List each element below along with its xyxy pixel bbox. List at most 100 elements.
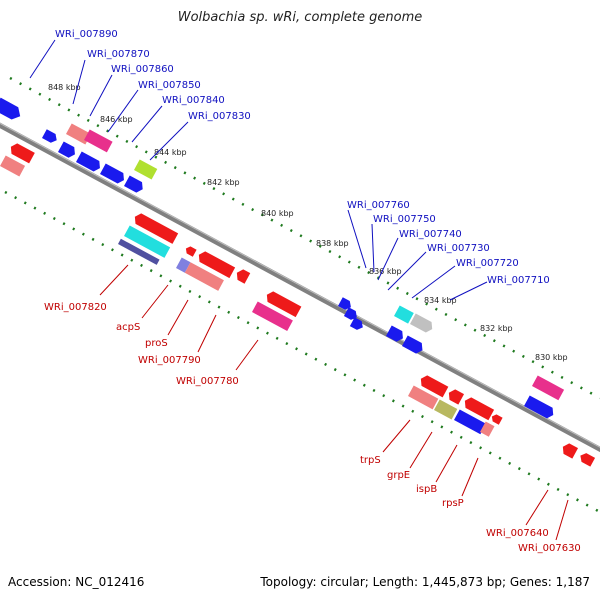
gene-label[interactable]: WRi_007890 xyxy=(55,29,118,40)
gene-label[interactable]: rpsP xyxy=(442,498,464,509)
gene-label[interactable]: WRi_007780 xyxy=(176,376,239,387)
gene-label[interactable]: WRi_007640 xyxy=(486,528,549,539)
gene-label[interactable]: grpE xyxy=(387,470,410,481)
tick-label: 842 kbp xyxy=(207,178,240,187)
gene-block[interactable] xyxy=(454,409,487,435)
gene-block[interactable] xyxy=(123,225,171,258)
leader-line xyxy=(197,314,217,353)
gene-label[interactable]: trpS xyxy=(360,455,381,466)
gene-label[interactable]: WRi_007740 xyxy=(399,229,462,240)
gene-block[interactable] xyxy=(132,211,179,244)
gene-block[interactable] xyxy=(0,97,24,123)
tick-label: 834 kbp xyxy=(424,296,457,305)
gene-label[interactable]: WRi_007870 xyxy=(87,49,150,60)
gene-block[interactable] xyxy=(462,395,495,421)
gene-block[interactable] xyxy=(332,297,371,332)
gene-label[interactable]: WRi_007840 xyxy=(162,95,225,106)
gene-block[interactable] xyxy=(560,441,579,459)
gene-block[interactable] xyxy=(402,335,425,355)
gene-block[interactable] xyxy=(532,375,565,401)
gene-label[interactable]: WRi_007630 xyxy=(518,543,581,554)
gene-block[interactable] xyxy=(578,451,596,467)
leader-line xyxy=(72,59,86,105)
leader-line xyxy=(149,121,189,161)
gene-block[interactable] xyxy=(124,175,146,194)
gene-block[interactable] xyxy=(76,151,103,173)
gene-block[interactable] xyxy=(84,129,113,153)
leader-line xyxy=(555,499,569,541)
leader-line xyxy=(29,39,56,79)
gene-block[interactable] xyxy=(252,301,293,332)
gene-block[interactable] xyxy=(418,373,449,398)
gene-label[interactable]: proS xyxy=(145,338,168,349)
leader-line xyxy=(371,223,375,273)
leader-line xyxy=(387,251,427,291)
map-title: Wolbachia sp. wRi, complete genome xyxy=(177,10,423,25)
gene-label[interactable]: WRi_007730 xyxy=(427,243,490,254)
leader-line xyxy=(347,209,367,269)
gene-block[interactable] xyxy=(408,385,439,410)
gene-block[interactable] xyxy=(0,155,26,177)
gene-block[interactable] xyxy=(42,129,59,144)
gene-block[interactable] xyxy=(264,289,302,318)
gene-label[interactable]: acpS xyxy=(116,322,140,333)
gene-block[interactable] xyxy=(490,413,503,425)
leader-line xyxy=(461,457,479,497)
tick-label: 832 kbp xyxy=(480,324,513,333)
gene-block[interactable] xyxy=(524,395,556,420)
gene-label[interactable]: WRi_007830 xyxy=(188,111,251,122)
tick-track-inner xyxy=(4,190,600,514)
tick-track-outer xyxy=(9,76,600,400)
gene-block[interactable] xyxy=(176,257,224,291)
gene-label[interactable]: WRi_007720 xyxy=(456,258,519,269)
leader-line xyxy=(89,74,113,117)
gene-block[interactable] xyxy=(196,249,236,279)
gene-label[interactable]: WRi_007790 xyxy=(138,355,201,366)
gene-label[interactable]: WRi_007750 xyxy=(373,214,436,225)
tick-labels: 848 kbp 846 kbp 844 kbp 842 kbp 840 kbp … xyxy=(48,83,568,362)
genome-backbone xyxy=(0,122,600,453)
leader-line xyxy=(409,431,433,469)
gene-block[interactable] xyxy=(234,267,251,284)
leader-line xyxy=(411,265,456,299)
gene-label[interactable]: WRi_007850 xyxy=(138,80,201,91)
gene-label[interactable]: WRi_007820 xyxy=(44,302,107,313)
leader-line xyxy=(235,339,259,371)
genome-backbone-highlight xyxy=(0,122,600,448)
leader-line xyxy=(382,419,411,453)
leader-line xyxy=(131,105,163,143)
gene-block[interactable] xyxy=(446,387,465,405)
gene-block[interactable] xyxy=(100,163,127,185)
leader-line xyxy=(107,89,139,133)
gene-label[interactable]: WRi_007760 xyxy=(347,200,410,211)
bottom-leader-lines xyxy=(99,264,569,541)
gene-block[interactable] xyxy=(394,305,414,324)
gene-label[interactable]: WRi_007860 xyxy=(111,64,174,75)
gene-block[interactable] xyxy=(480,421,495,437)
gene-label[interactable]: ispB xyxy=(416,484,437,495)
tick-label: 836 kbp xyxy=(369,267,402,276)
leader-line xyxy=(435,444,458,483)
gene-block[interactable] xyxy=(117,238,160,265)
tick-label: 840 kbp xyxy=(261,209,294,218)
top-leader-lines xyxy=(29,39,488,301)
tick-label: 830 kbp xyxy=(535,353,568,362)
gene-block[interactable] xyxy=(386,325,406,343)
top-gene-labels: WRi_007890 WRi_007870 WRi_007860 WRi_007… xyxy=(55,29,550,286)
accession-text: Accession: NC_012416 xyxy=(8,575,145,589)
leader-line xyxy=(525,489,549,526)
gene-label[interactable]: WRi_007710 xyxy=(487,275,550,286)
leader-line xyxy=(99,264,129,296)
gene-block[interactable] xyxy=(410,313,435,334)
gene-block[interactable] xyxy=(184,245,197,257)
gene-block[interactable] xyxy=(134,159,158,180)
gene-block[interactable] xyxy=(8,141,35,164)
tick-label: 844 kbp xyxy=(154,148,187,157)
tick-label: 846 kbp xyxy=(100,115,133,124)
leader-line xyxy=(141,284,169,319)
gene-block[interactable] xyxy=(58,141,78,159)
bottom-gene-labels: WRi_007820 acpS proS WRi_007790 WRi_0077… xyxy=(44,302,581,554)
gene-block[interactable] xyxy=(434,399,458,420)
